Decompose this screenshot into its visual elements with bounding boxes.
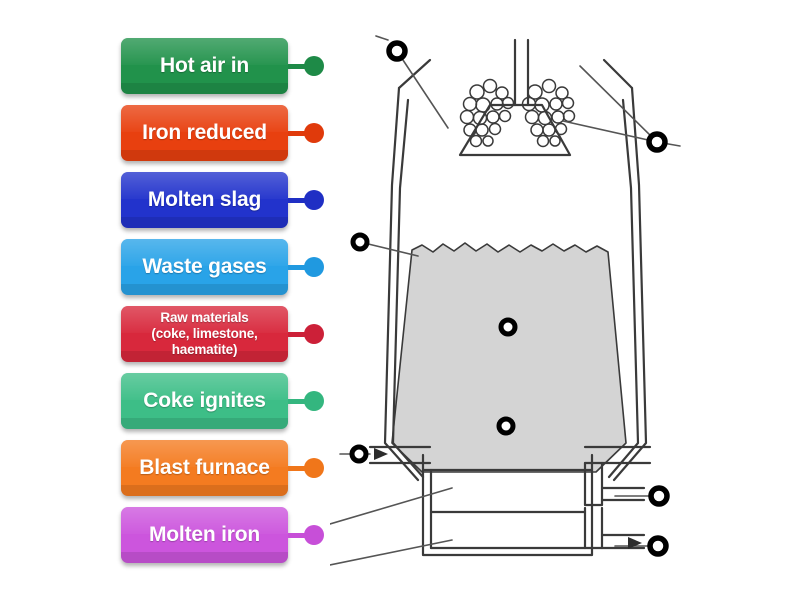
furnace-throat-right — [602, 58, 634, 90]
marker-mid-left[interactable] — [350, 232, 370, 252]
connector-dot[interactable] — [304, 525, 324, 545]
connector-stem — [288, 465, 306, 471]
connector-stem — [288, 197, 306, 203]
leader-to-top-right-b — [579, 65, 658, 143]
label-connector — [288, 190, 324, 210]
furnace-throat-left — [397, 58, 432, 90]
iron-notch-box — [583, 506, 604, 550]
connector-dot[interactable] — [304, 458, 324, 478]
label-molten-iron[interactable]: Molten iron — [121, 505, 324, 565]
label-coke-ignites[interactable]: Coke ignites — [121, 371, 324, 431]
label-text: Raw materials (coke, limestone, haematit… — [151, 310, 258, 357]
marker-slag-right[interactable] — [648, 485, 670, 507]
label-box[interactable]: Waste gases — [121, 239, 288, 295]
connector-dot[interactable] — [304, 257, 324, 277]
connector-stem — [288, 398, 306, 404]
label-connector — [288, 458, 324, 478]
leader-hearth-lower — [330, 539, 453, 566]
marker-center-upper[interactable] — [498, 317, 518, 337]
label-raw-materials[interactable]: Raw materials (coke, limestone, haematit… — [121, 304, 324, 364]
marker-top-left[interactable] — [386, 40, 408, 62]
blast-furnace-diagram — [330, 0, 800, 600]
label-box[interactable]: Coke ignites — [121, 373, 288, 429]
charging-hopper — [458, 103, 572, 157]
blast-furnace-svg — [330, 35, 681, 566]
connector-stem — [288, 532, 306, 538]
label-box[interactable]: Hot air in — [121, 38, 288, 94]
leader-lines — [330, 35, 681, 566]
connector-dot[interactable] — [304, 123, 324, 143]
label-connector — [288, 123, 324, 143]
label-connector — [288, 525, 324, 545]
connector-dot[interactable] — [304, 391, 324, 411]
flow-arrowheads — [374, 448, 642, 549]
furnace-wall-left-outer — [383, 86, 420, 482]
draggable-labels-panel: Hot air in Iron reduced Molten slag — [0, 0, 340, 600]
marker-tuyere-left[interactable] — [349, 444, 369, 464]
raw-material-lumps-left — [459, 78, 515, 148]
furnace-wall-right-inner — [607, 98, 640, 479]
label-blast-furnace[interactable]: Blast furnace — [121, 438, 324, 498]
connector-stem — [288, 130, 306, 136]
slag-notch-box — [583, 461, 604, 507]
label-text: Coke ignites — [143, 388, 266, 412]
label-hot-air-in[interactable]: Hot air in — [121, 36, 324, 96]
label-connector — [288, 56, 324, 76]
label-connector — [288, 391, 324, 411]
connector-dot[interactable] — [304, 190, 324, 210]
arrowhead-iron-tap — [628, 537, 642, 549]
label-box[interactable]: Molten slag — [121, 172, 288, 228]
arrowhead-hot-air — [374, 448, 388, 460]
connector-dot[interactable] — [304, 56, 324, 76]
label-box[interactable]: Raw materials (coke, limestone, haematit… — [121, 306, 288, 362]
label-connector — [288, 324, 324, 344]
furnace-charge-fill — [391, 242, 627, 473]
furnace-wall-left-inner — [391, 98, 425, 479]
label-text: Waste gases — [142, 254, 267, 278]
label-molten-slag[interactable]: Molten slag — [121, 170, 324, 230]
label-text: Hot air in — [159, 53, 249, 77]
connector-stem — [288, 331, 306, 337]
connector-stem — [288, 63, 306, 69]
label-iron-reduced[interactable]: Iron reduced — [121, 103, 324, 163]
leader-to-top-left-2 — [375, 35, 389, 41]
label-box[interactable]: Iron reduced — [121, 105, 288, 161]
label-text: Iron reduced — [142, 120, 267, 144]
leader-to-top-left — [396, 50, 449, 129]
leader-hearth-upper — [330, 487, 453, 525]
marker-center-lower[interactable] — [496, 416, 516, 436]
label-box[interactable]: Blast furnace — [121, 440, 288, 496]
leader-to-top-right — [562, 120, 658, 143]
label-connector — [288, 257, 324, 277]
raw-material-lumps-right — [521, 78, 576, 148]
leader-to-mid-left — [359, 241, 419, 257]
label-text: Molten slag — [147, 187, 262, 211]
label-text: Blast furnace — [139, 455, 270, 479]
label-box[interactable]: Molten iron — [121, 507, 288, 563]
label-waste-gases[interactable]: Waste gases — [121, 237, 324, 297]
marker-iron-right[interactable] — [647, 535, 669, 557]
answer-target-markers — [349, 40, 670, 557]
connector-stem — [288, 264, 306, 270]
label-text: Molten iron — [149, 522, 260, 546]
connector-dot[interactable] — [304, 324, 324, 344]
marker-top-right[interactable] — [646, 131, 668, 153]
